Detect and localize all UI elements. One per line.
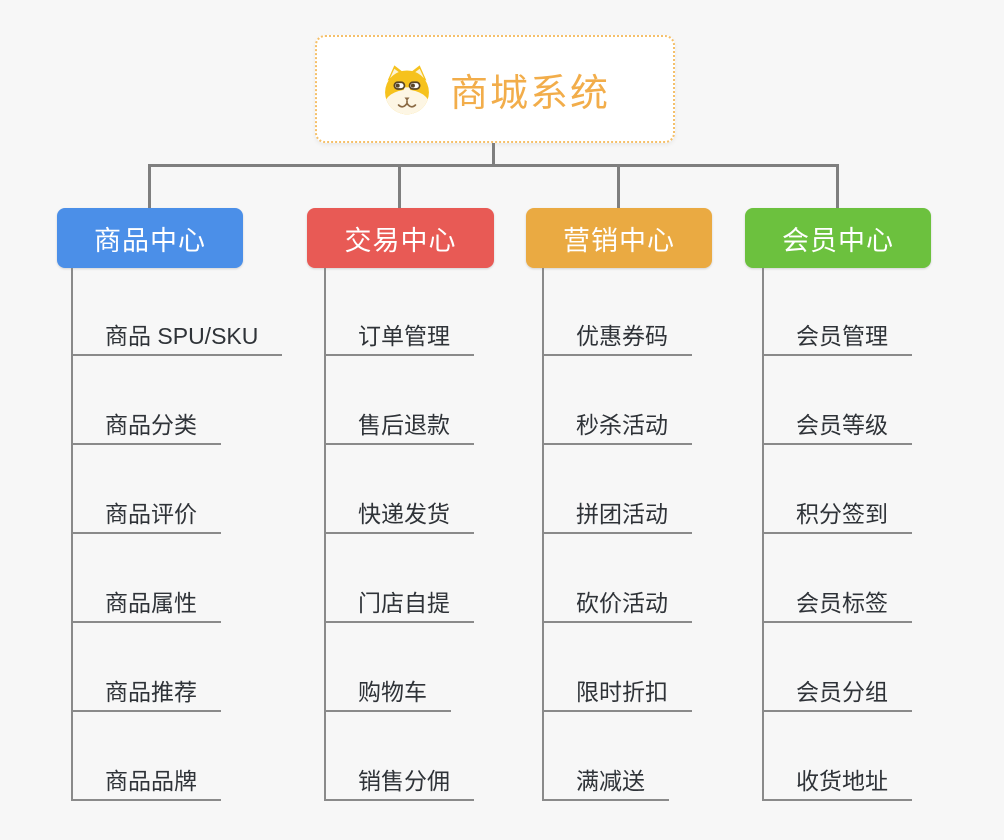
leaf-node[interactable]: 拼团活动 [542,503,692,534]
leaf-node[interactable]: 会员分组 [762,681,912,712]
leaf-node[interactable]: 商品属性 [71,592,221,623]
leaf-node[interactable]: 会员标签 [762,592,912,623]
branch-drop-connector [836,164,839,210]
leaf-node[interactable]: 销售分佣 [324,770,474,801]
branch-rail [762,268,764,801]
leaf-node[interactable]: 订单管理 [324,325,474,356]
leaf-node[interactable]: 商品分类 [71,414,221,445]
branch-header-member-center[interactable]: 会员中心 [745,208,931,268]
branch-drop-connector [148,164,151,210]
leaf-node[interactable]: 限时折扣 [542,681,692,712]
leaf-node[interactable]: 商品品牌 [71,770,221,801]
dog-face-icon [380,62,434,116]
leaf-node[interactable]: 购物车 [324,681,451,712]
branch-rail [71,268,73,801]
leaf-node[interactable]: 售后退款 [324,414,474,445]
leaf-node[interactable]: 商品 SPU/SKU [71,325,283,356]
leaf-node[interactable]: 满减送 [542,770,669,801]
root-node[interactable]: 商城系统 [315,35,675,143]
branch-drop-connector [617,164,620,210]
branch-header-marketing-center[interactable]: 营销中心 [526,208,712,268]
leaf-node[interactable]: 门店自提 [324,592,474,623]
branch-header-trade-center[interactable]: 交易中心 [307,208,494,268]
branch-drop-connector [398,164,401,210]
leaf-node[interactable]: 快递发货 [324,503,474,534]
root-stem-connector [492,143,495,167]
branch-rail [324,268,326,801]
leaf-node[interactable]: 秒杀活动 [542,414,692,445]
leaf-node[interactable]: 会员等级 [762,414,912,445]
branch-rail [542,268,544,801]
leaf-node[interactable]: 收货地址 [762,770,912,801]
leaf-node[interactable]: 积分签到 [762,503,912,534]
leaf-node[interactable]: 优惠券码 [542,325,692,356]
leaf-node[interactable]: 砍价活动 [542,592,692,623]
branch-header-product-center[interactable]: 商品中心 [57,208,243,268]
branch-horizontal-connector [148,164,839,167]
leaf-node[interactable]: 商品推荐 [71,681,221,712]
root-title: 商城系统 [449,72,610,115]
leaf-node[interactable]: 商品评价 [71,503,221,534]
leaf-node[interactable]: 会员管理 [762,325,912,356]
